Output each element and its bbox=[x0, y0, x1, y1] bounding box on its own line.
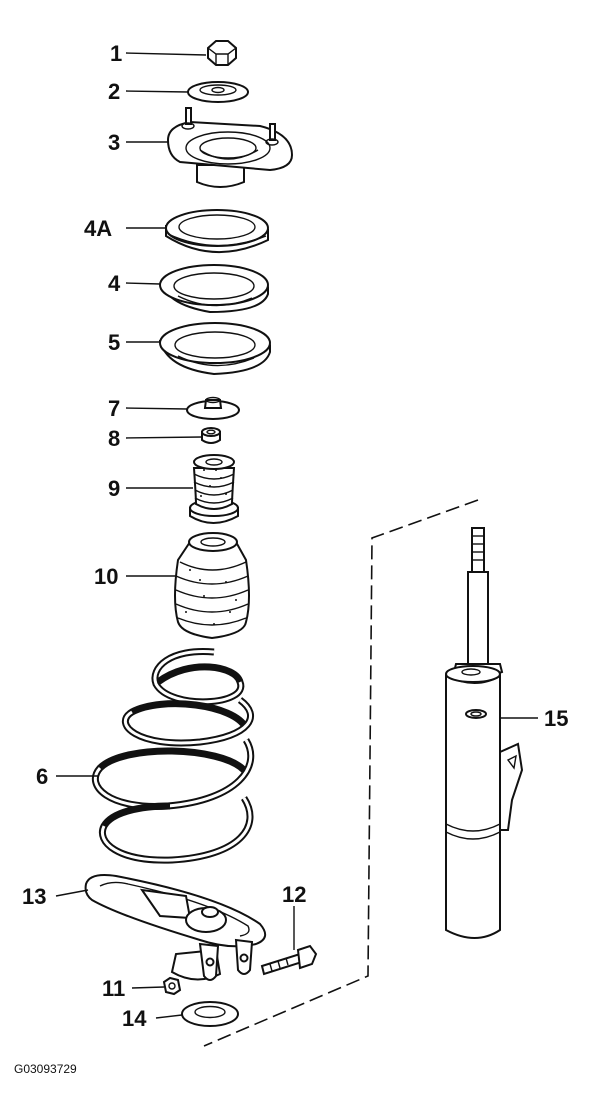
part-13-spring-perch bbox=[84, 874, 267, 981]
part-4-spring-seat bbox=[159, 264, 269, 314]
part-12-bolt bbox=[260, 944, 318, 976]
label-1: 1 bbox=[110, 41, 122, 66]
label-5: 5 bbox=[108, 330, 120, 355]
label-4: 4 bbox=[108, 271, 121, 296]
label-15: 15 bbox=[544, 706, 568, 731]
part-1-top-nut bbox=[207, 40, 237, 66]
part-4a-bearing bbox=[165, 209, 269, 254]
label-8: 8 bbox=[108, 426, 120, 451]
label-11: 11 bbox=[102, 976, 125, 1001]
label-7: 7 bbox=[108, 396, 120, 421]
part-3-strut-mount bbox=[166, 107, 294, 188]
label-13: 13 bbox=[22, 884, 46, 909]
label-2: 2 bbox=[108, 79, 120, 104]
figure-code: G03093729 bbox=[14, 1062, 77, 1076]
part-5-spring-pad bbox=[159, 322, 271, 376]
label-14: 14 bbox=[122, 1006, 147, 1031]
part-8-bushing bbox=[201, 427, 221, 444]
part-2-washer bbox=[187, 81, 249, 103]
label-3: 3 bbox=[108, 130, 120, 155]
assembly-guide-line bbox=[203, 499, 479, 1047]
part-10-dust-boot bbox=[174, 532, 250, 640]
part-14-lower-washer bbox=[181, 1001, 239, 1027]
part-7-cup-washer bbox=[186, 396, 240, 420]
part-6-coil-spring bbox=[91, 647, 255, 864]
label-9: 9 bbox=[108, 476, 120, 501]
label-6: 6 bbox=[36, 764, 48, 789]
leader-lines bbox=[55, 52, 538, 1019]
part-11-nut bbox=[162, 976, 182, 996]
label-12: 12 bbox=[282, 882, 306, 907]
label-4a: 4A bbox=[84, 216, 112, 241]
part-15-shock-absorber bbox=[445, 527, 524, 939]
part-9-bump-stop bbox=[189, 454, 239, 524]
label-10: 10 bbox=[94, 564, 118, 589]
